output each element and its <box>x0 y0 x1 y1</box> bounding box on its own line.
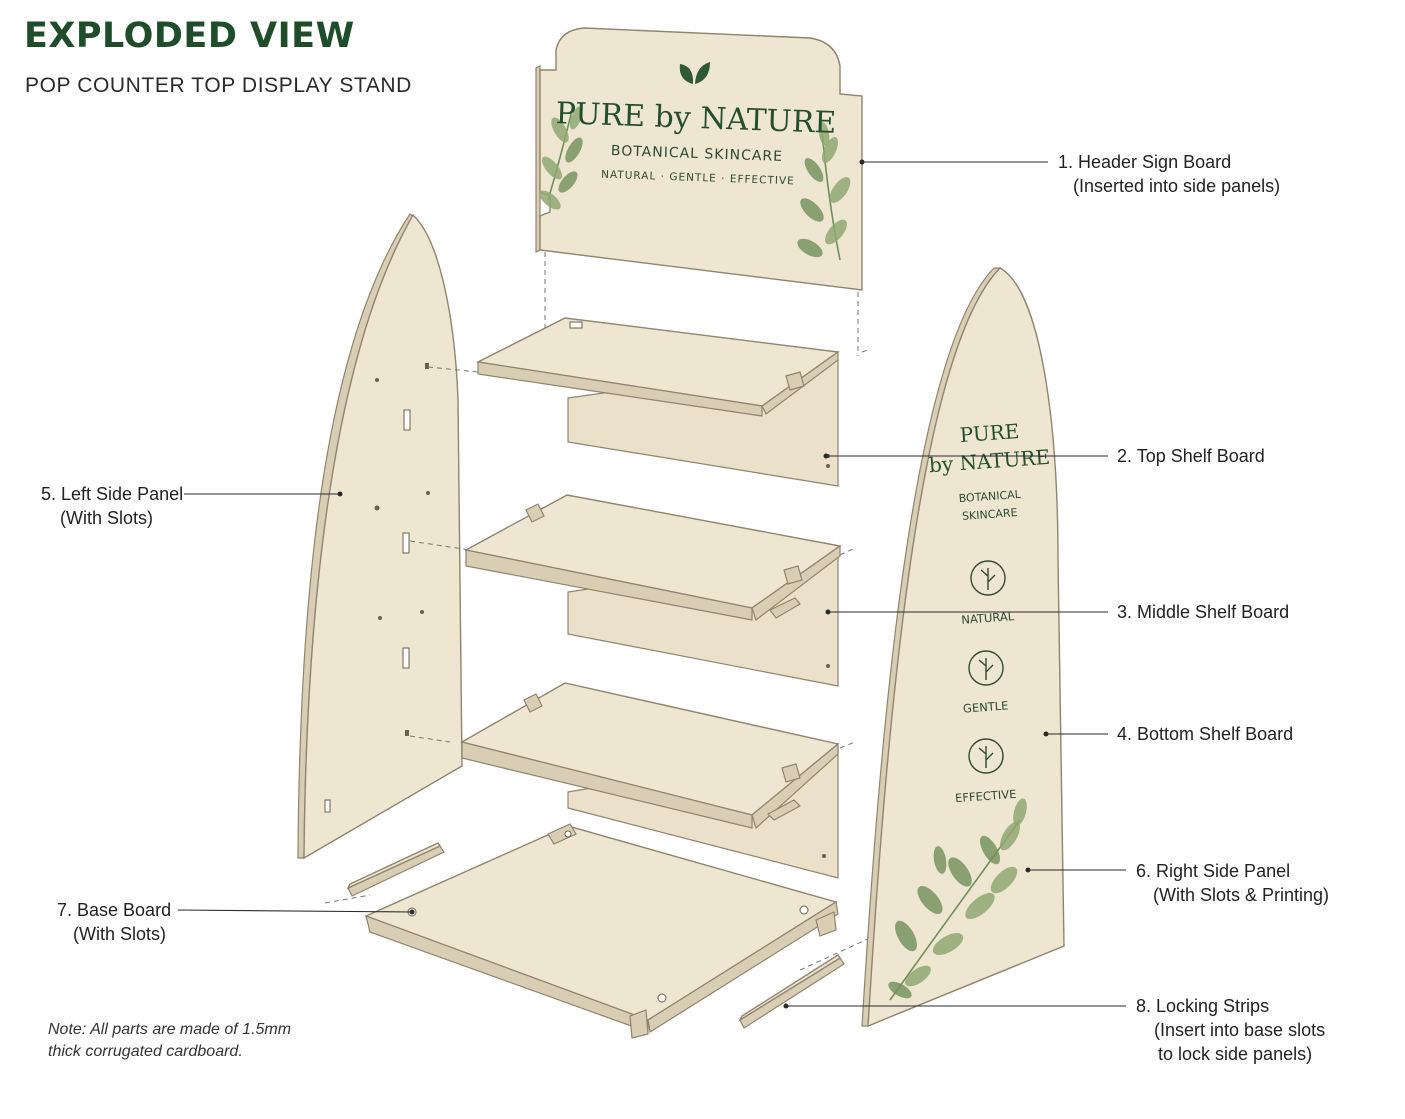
base-board <box>364 823 839 1039</box>
label-title: 6. Right Side Panel <box>1136 861 1291 881</box>
leader-lines <box>177 159 1126 1009</box>
bottom-shelf-board <box>460 682 840 879</box>
gentle-badge-icon <box>968 650 1004 686</box>
panel-slot <box>403 409 411 431</box>
label-title: 3. Middle Shelf Board <box>1117 602 1290 622</box>
effective-badge-icon <box>968 738 1004 774</box>
label-locking-strips: 8. Locking Strips (Insert into base slot… <box>1136 994 1325 1066</box>
top-shelf-board <box>475 317 840 487</box>
page-title: EXPLODED VIEW <box>24 16 355 56</box>
material-note: Note: All parts are made of 1.5mm thick … <box>48 1019 318 1063</box>
header-brand-tagline: BOTANICAL SKINCARE <box>611 143 784 165</box>
label-bottom-shelf-board: 4. Bottom Shelf Board <box>1117 722 1293 746</box>
label-right-side-panel: 6. Right Side Panel (With Slots & Printi… <box>1136 859 1329 907</box>
label-top-shelf-board: 2. Top Shelf Board <box>1117 444 1265 468</box>
natural-badge-icon <box>970 560 1006 596</box>
panel-slot <box>324 799 331 813</box>
header-sign-board: PURE by NATURE BOTANICAL SKINCARE NATURA… <box>535 27 863 291</box>
label-detail: (With Slots) <box>60 508 154 528</box>
panel-tagline-line1: BOTANICAL <box>958 488 1022 505</box>
panel-foliage-icon <box>888 798 1027 1001</box>
middle-shelf-board <box>463 494 842 687</box>
label-title: 4. Bottom Shelf Board <box>1117 724 1294 744</box>
left-side-panel <box>297 213 463 860</box>
label-detail: (With Slots) <box>73 924 167 944</box>
label-title: 1. Header Sign Board <box>1058 152 1232 172</box>
panel-slot <box>402 647 410 669</box>
page-subtitle: POP COUNTER TOP DISPLAY STAND <box>25 74 412 97</box>
right-side-panel: PURE by NATURE BOTANICAL SKINCARE NATURA… <box>861 267 1065 1028</box>
label-title: 7. Base Board <box>57 900 172 920</box>
panel-tagline-line2: SKINCARE <box>962 506 1018 523</box>
label-base-board: 7. Base Board (With Slots) <box>57 898 171 946</box>
label-title: 2. Top Shelf Board <box>1117 446 1265 466</box>
header-foliage-right-icon <box>797 122 851 261</box>
label-title: 5. Left Side Panel <box>41 484 184 504</box>
panel-brand-line1: PURE <box>959 419 1020 447</box>
label-detail: (With Slots & Printing) <box>1153 885 1330 905</box>
header-foliage-left-icon <box>539 106 583 210</box>
label-detail: to lock side panels) <box>1158 1044 1313 1064</box>
panel-value-natural: NATURAL <box>961 609 1015 627</box>
note-line: Note: All parts are made of 1.5mm <box>48 1021 292 1038</box>
panel-value-effective: EFFECTIVE <box>955 787 1017 805</box>
label-middle-shelf-board: 3. Middle Shelf Board <box>1117 600 1289 624</box>
leaf-logo-icon <box>679 62 710 84</box>
label-title: 8. Locking Strips <box>1136 996 1270 1016</box>
locking-strip-left <box>346 842 445 897</box>
label-header-sign-board: 1. Header Sign Board (Inserted into side… <box>1058 150 1280 198</box>
shelf-tab <box>569 321 583 329</box>
label-left-side-panel: 5. Left Side Panel (With Slots) <box>41 482 183 530</box>
note-line: thick corrugated cardboard. <box>48 1043 243 1060</box>
panel-slot <box>402 532 410 554</box>
label-detail: (Insert into base slots <box>1154 1020 1326 1040</box>
label-detail: (Inserted into side panels) <box>1073 176 1281 196</box>
panel-value-gentle: GENTLE <box>963 698 1009 715</box>
locking-strip-right <box>738 954 845 1029</box>
